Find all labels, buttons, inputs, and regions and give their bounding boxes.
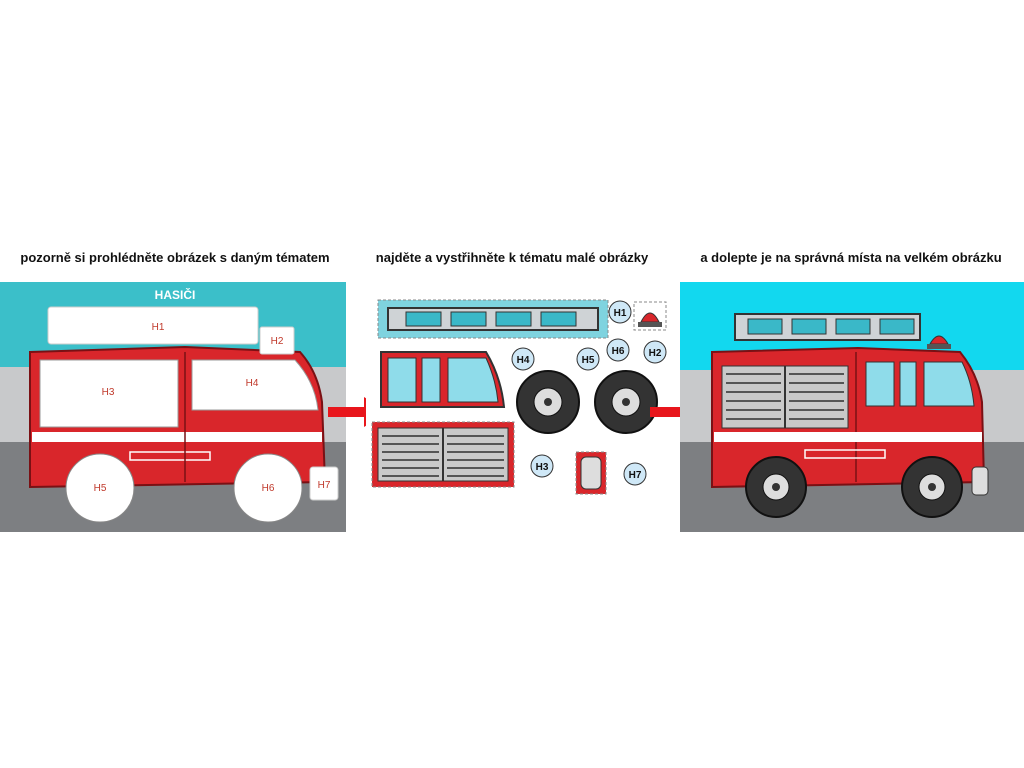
label-bubble-h7: H7 <box>623 462 647 486</box>
svg-text:H1: H1 <box>614 308 627 319</box>
label-bubble-h5: H5 <box>576 347 600 371</box>
completed-panel <box>680 282 1024 532</box>
slot-h5-label: H5 <box>94 483 107 494</box>
slot-h6-label: H6 <box>262 483 275 494</box>
slot-h4: H4 <box>191 359 319 411</box>
svg-text:H7: H7 <box>629 470 642 481</box>
svg-text:H5: H5 <box>582 355 595 366</box>
cutout-bumper <box>575 451 607 495</box>
cutout-side-grille <box>371 421 515 488</box>
slot-h1: H1 <box>47 306 259 345</box>
step-3-caption: a dolepte je na správná místa na velkém … <box>700 250 1002 265</box>
cutout-wheel-front <box>516 370 580 434</box>
cutout-wheel-rear <box>594 370 658 434</box>
cutout-beacon-light <box>633 301 667 331</box>
svg-text:H6: H6 <box>612 346 625 357</box>
template-truck-illustration: HASIČI H1 H2 H3 H4 H5 H6 H7 <box>0 282 346 532</box>
cutout-ladder <box>377 299 609 339</box>
slot-h5 <box>65 453 135 523</box>
label-bubble-h1: H1 <box>608 300 632 324</box>
svg-text:H2: H2 <box>271 336 284 347</box>
svg-text:H3: H3 <box>536 462 549 473</box>
svg-text:H1: H1 <box>152 322 165 333</box>
cutouts-illustration: H1 H2 H3 H4 H5 H6 H7 <box>366 282 680 532</box>
label-bubble-h2: H2 <box>643 340 667 364</box>
label-bubble-h3: H3 <box>530 454 554 478</box>
slot-h6 <box>233 453 303 523</box>
svg-text:H7: H7 <box>318 480 331 491</box>
cutouts-panel: H1 H2 H3 H4 H5 H6 H7 <box>366 282 680 532</box>
template-title: HASIČI <box>155 287 196 302</box>
label-bubble-h4: H4 <box>511 347 535 371</box>
svg-text:H3: H3 <box>102 387 115 398</box>
slot-h2: H2 <box>259 326 295 355</box>
slot-h7: H7 <box>309 466 339 501</box>
template-panel: HASIČI H1 H2 H3 H4 H5 H6 H7 <box>0 282 346 532</box>
cutout-cab-windows <box>380 351 506 408</box>
slot-h3: H3 <box>39 359 179 428</box>
svg-text:H2: H2 <box>649 348 662 359</box>
svg-text:H4: H4 <box>517 355 530 366</box>
label-bubble-h6: H6 <box>606 338 630 362</box>
step-2-caption: najděte a vystřihněte k tématu malé obrá… <box>375 250 649 265</box>
step-1-caption: pozorně si prohlédněte obrázek s daným t… <box>20 250 330 265</box>
svg-text:H4: H4 <box>246 378 259 389</box>
completed-truck-illustration <box>680 282 1024 532</box>
